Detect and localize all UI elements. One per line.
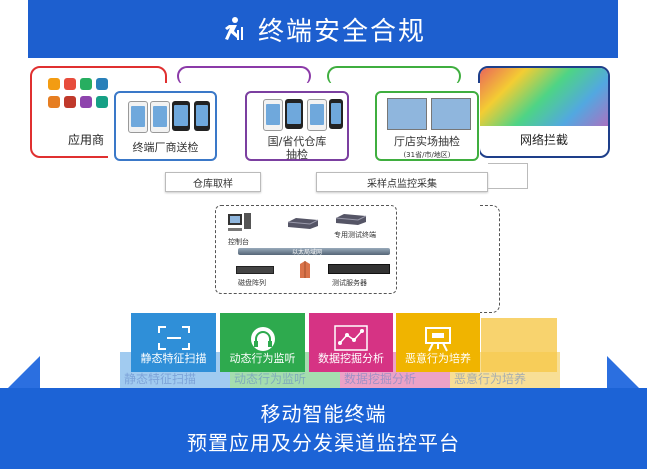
ghost-tile-label: 恶意行为培养 (454, 372, 527, 386)
warehouse-sampling-button: 仓库取样 (165, 172, 261, 192)
network-block-label: 网络拦截 (520, 133, 569, 147)
store-inspection-card: 厅店实场抽检 (31省/市/地区) (375, 91, 479, 161)
page-title: 终端安全合规 (257, 16, 426, 47)
tile-malicious-cultivation: 恶意行为培养 (396, 313, 480, 372)
warehouse-inspection-label: 国/省代仓库 抽检 (267, 135, 327, 161)
data-network-icon (334, 325, 368, 351)
console-computer-icon (228, 213, 251, 231)
store-inspection-label: 厅店实场抽检 (394, 135, 460, 148)
disk-array-icon (236, 266, 274, 274)
sampling-monitor-button: 采样点监控采集 (316, 172, 488, 192)
tile-data-mining-label: 数据挖掘分析 (318, 352, 384, 365)
ghost-tile-label: 数据挖掘分析 (344, 372, 417, 386)
tile-data-mining: 数据挖掘分析 (309, 313, 393, 372)
store-inspection-sub: (31省/市/地区) (403, 151, 451, 159)
green-rear-card (327, 66, 461, 86)
ethernet-bus-label: 以太局域网 (292, 249, 323, 256)
test-terminal-icon (287, 218, 319, 229)
ethernet-bus (238, 248, 390, 255)
easel-icon (425, 327, 451, 352)
tile-malicious-cultivation-label: 恶意行为培养 (405, 352, 471, 365)
scan-frame-icon (157, 326, 190, 350)
tile-dynamic-monitor: 动态行为监听 (220, 313, 305, 372)
footer-line-2: 预置应用及分发渠道监控平台 (187, 430, 460, 455)
footer-line-1: 移动智能终端 (260, 401, 387, 426)
runner-logo-icon (224, 17, 243, 40)
rear-lab-outline (480, 205, 500, 313)
test-lab-box: 控制台 专用测试终端 以太局域网 磁盘阵列 测试服务器 (215, 205, 397, 294)
tile-static-scan-label: 静态特征扫描 (140, 352, 207, 365)
app-icons-grid (48, 78, 108, 118)
disk-array-label: 磁盘阵列 (238, 279, 266, 287)
tile-static-scan: 静态特征扫描 (131, 313, 216, 372)
app-store-label: 应用商 (68, 133, 105, 147)
app-collage (480, 68, 608, 126)
page-header: 终端安全合规 (28, 0, 618, 58)
vendor-submission-label: 终端厂商送检 (132, 141, 199, 154)
headphones-icon (250, 327, 275, 351)
firewall-icon (300, 261, 310, 278)
page-footer: 移动智能终端 预置应用及分发渠道监控平台 (0, 388, 647, 469)
vendor-submission-card: 终端厂商送检 (114, 91, 217, 161)
test-terminal-icon-2 (335, 214, 367, 225)
network-block-card: 网络拦截 (478, 66, 610, 158)
ghost-tile-label: 静态特征扫描 (124, 372, 197, 386)
rear-button-outline (488, 163, 528, 189)
warehouse-inspection-card: 国/省代仓库 抽检 (245, 91, 349, 161)
test-server-label: 测试服务器 (332, 279, 367, 287)
tile-dynamic-monitor-label: 动态行为监听 (229, 352, 296, 365)
purple-rear-card (177, 66, 311, 86)
rear-tile-yellow (481, 318, 557, 372)
console-label: 控制台 (228, 238, 249, 246)
test-terminal-label: 专用测试终端 (334, 231, 376, 239)
test-server-icon (328, 264, 390, 274)
ghost-tile-label: 动态行为监听 (234, 372, 307, 386)
